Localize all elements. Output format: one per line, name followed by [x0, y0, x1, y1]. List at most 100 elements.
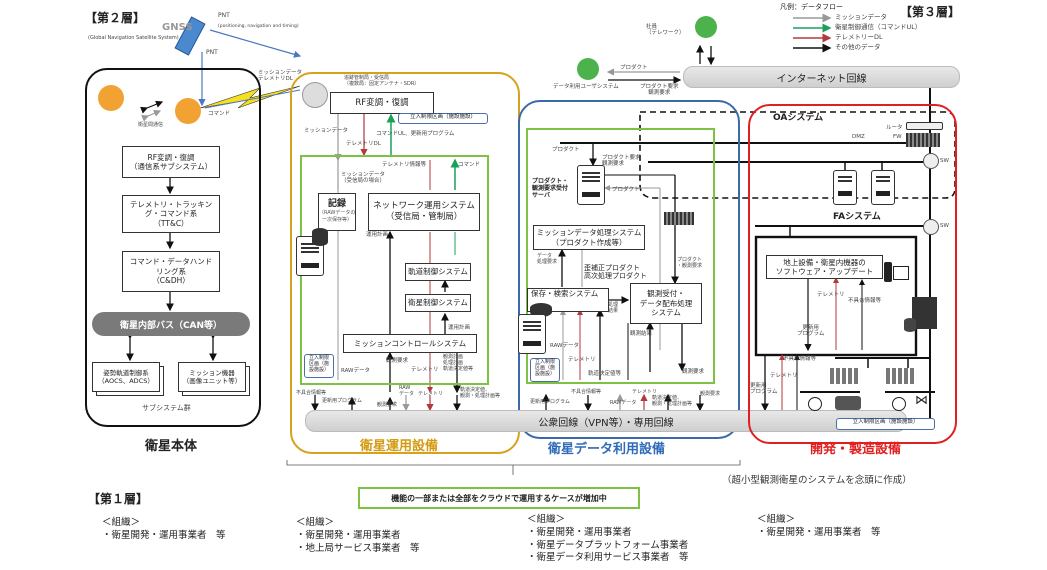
satellite-icon: [98, 85, 124, 111]
cloud-note: 機能の一部または全部をクラウドで運用するケースが増加中: [358, 487, 640, 509]
network-ops-system-block: ネットワーク運用システム （受信局・管制局）: [368, 193, 480, 231]
ops-rf-block: RF変調・復調: [330, 92, 434, 114]
product-obs-request-label: プロダクト ・観測要求: [677, 257, 703, 269]
command-label: コマンド: [208, 111, 231, 117]
satellite-body-frame: [85, 68, 261, 427]
dev-bug-info-label: 不具合情報等: [848, 298, 882, 304]
plc-icon: [830, 368, 860, 384]
server-icon: [296, 236, 324, 276]
gnss-full-name: (Global Navigation Satellite System): [88, 35, 179, 41]
server-icon: [871, 170, 895, 205]
sw-label: SW: [940, 223, 949, 229]
data-orbit-value-label: 軌道決定値等: [588, 371, 622, 377]
mission-equipment-block: ミッション機器 （画像ユニット等）: [178, 362, 246, 392]
switch-icon: [923, 219, 939, 235]
plc-icon: [886, 368, 916, 384]
data-bottom-label: 観測要求: [700, 391, 721, 397]
switch-icon: [923, 153, 939, 169]
firewall-icon: [906, 133, 940, 147]
database-icon: [312, 228, 328, 246]
ops-mission-data-rx-label: ミッションデータ （受信局の場合）: [341, 172, 386, 185]
layer-3-label: 【第３層】: [900, 5, 961, 19]
pnt-arrow-ops: [209, 29, 302, 58]
org-list-data-use: ＜組織＞ ・衛星開発・運用事業者 ・衛星データプラットフォーム事業者 ・衛星デー…: [527, 514, 689, 565]
ops-bottom-label: 観測要求: [377, 402, 398, 408]
org-header: ＜組織＞: [757, 514, 796, 525]
ops-bottom-label: 軌道決定値、 観測・処理計画等: [460, 387, 501, 399]
pc-icon: [884, 262, 892, 282]
mission-control-system-block: ミッションコントロールシステム: [343, 334, 477, 353]
subsystem-group-label: サブシステム群: [142, 404, 191, 412]
org-header: ＜組織＞: [527, 514, 566, 525]
router-label: ルータ: [886, 125, 903, 131]
firewall-icon: [664, 212, 694, 225]
restricted-area-badge: 立入制限区画（施設施設）: [398, 113, 488, 124]
dev-telemetry-label-2: テレメトリ: [770, 373, 798, 379]
server-icon: [577, 165, 605, 205]
ttc-block: テレメトリ・トラッキン グ・コマンド系 （TT&C）: [122, 195, 220, 233]
employee-label: 社員 （テレワーク）: [646, 24, 685, 37]
command-link: [204, 89, 301, 109]
database-icon: [530, 303, 552, 317]
dev-facility-title: 開発・製造設備: [810, 442, 902, 457]
org-item: ・衛星開発・運用事業者: [296, 529, 401, 541]
ops-plan-label-2: 運用計画: [448, 325, 471, 331]
ops-telemetry-dl-label: テレメトリDL: [346, 141, 381, 147]
ops-mission-data-label: ミッションデータ: [304, 128, 349, 134]
ops-bottom-label: テレメトリ: [418, 391, 444, 397]
ops-raw-data-label: RAWデータ: [341, 368, 370, 374]
satellite-icon: [175, 98, 201, 124]
router-icon: [906, 122, 943, 130]
monitor-icon: [893, 266, 909, 280]
layer-1-label: 【第１層】: [88, 492, 149, 506]
satellite-body-title: 衛星本体: [145, 439, 198, 454]
data-use-inner-frame: [526, 128, 715, 384]
product-label: プロダクト: [552, 147, 580, 153]
legend-title: 凡例：データフロー: [780, 3, 843, 11]
org-item: ・衛星データプラットフォーム事業者: [527, 539, 689, 551]
org-header: ＜組織＞: [102, 517, 141, 528]
dev-telemetry-label: テレメトリ: [817, 292, 845, 298]
observation-result-label: 観測結果: [630, 331, 653, 337]
record-block: 記録 （RAWデータの 一次保存等）: [318, 193, 356, 231]
legend-telemetry-dl: テレメトリーDL: [835, 33, 883, 41]
layer-2-label: 【第２層】: [85, 11, 146, 25]
rf-subsystem-block: RF変調・復調 （通信系サブシステム）: [122, 146, 220, 178]
org-header: ＜組織＞: [296, 517, 335, 528]
oa-system-label: OAシステム: [773, 113, 824, 123]
org-item: ・衛星開発・運用事業者: [527, 526, 632, 538]
dev-facility-frame: [748, 104, 957, 444]
satellite-bus: 衛星内部バス（CAN等）: [92, 312, 250, 336]
mission-telemetry-dl-label: ミッションデータ テレメトリDL: [258, 70, 303, 83]
antenna-icon: [302, 82, 328, 108]
org-list-dev: ＜組織＞ ・衛星開発・運用事業者 等: [757, 514, 881, 540]
fa-system-label: FAシステム: [833, 212, 881, 222]
data-bottom-label: テレメトリ: [632, 389, 658, 395]
data-use-facility-frame: [518, 100, 740, 439]
valve-icon: ⋈: [915, 393, 928, 408]
org-item: ・地上局サービス事業者 等: [296, 542, 420, 554]
product-back-label: プロダクト: [612, 187, 640, 193]
data-raw-label: RAWデータ: [550, 343, 579, 349]
ops-bottom-label: 不具合情報等: [296, 390, 327, 396]
user-system-label: データ利用ユーザシステム: [553, 84, 619, 90]
pnt-full-label: (positioning, navigation and timing): [218, 24, 299, 29]
legend-command-ul: 衛星制御通信（コマンドUL）: [835, 23, 922, 31]
org-list-satellite: ＜組織＞ ・衛星開発・運用事業者 等: [102, 517, 226, 543]
distribution-system-block: 観測受付・ データ配布処理 システム: [630, 283, 702, 324]
restricted-area-badge: 立入制限区画（施設施設）: [836, 418, 935, 430]
user-icon: [577, 58, 599, 80]
dev-bug-info-label-2: 不具合情報等: [783, 356, 817, 362]
server-label: プロダクト・ 観測要求受付 サーバ: [532, 178, 569, 199]
ops-plan-label-1: 運用計画: [366, 232, 389, 238]
sw-label: SW: [940, 158, 949, 164]
dev-update-program-label: 更新用 プログラム: [797, 325, 825, 338]
restricted-area-badge: 立入制限 区画（施 設施設）: [530, 358, 560, 382]
ops-command-ul-label: コマンドUL、更新用プログラム: [376, 131, 455, 137]
server-icon: [833, 170, 857, 205]
org-item: ・衛星データ利用サービス事業者 等: [527, 552, 689, 564]
gauge-icon: [808, 397, 822, 411]
restricted-area-badge: 立入制限 区画（施 設施設）: [304, 354, 334, 378]
org-item: ・衛星開発・運用事業者 等: [102, 529, 226, 541]
data-telemetry-label: テレメトリ: [568, 357, 596, 363]
